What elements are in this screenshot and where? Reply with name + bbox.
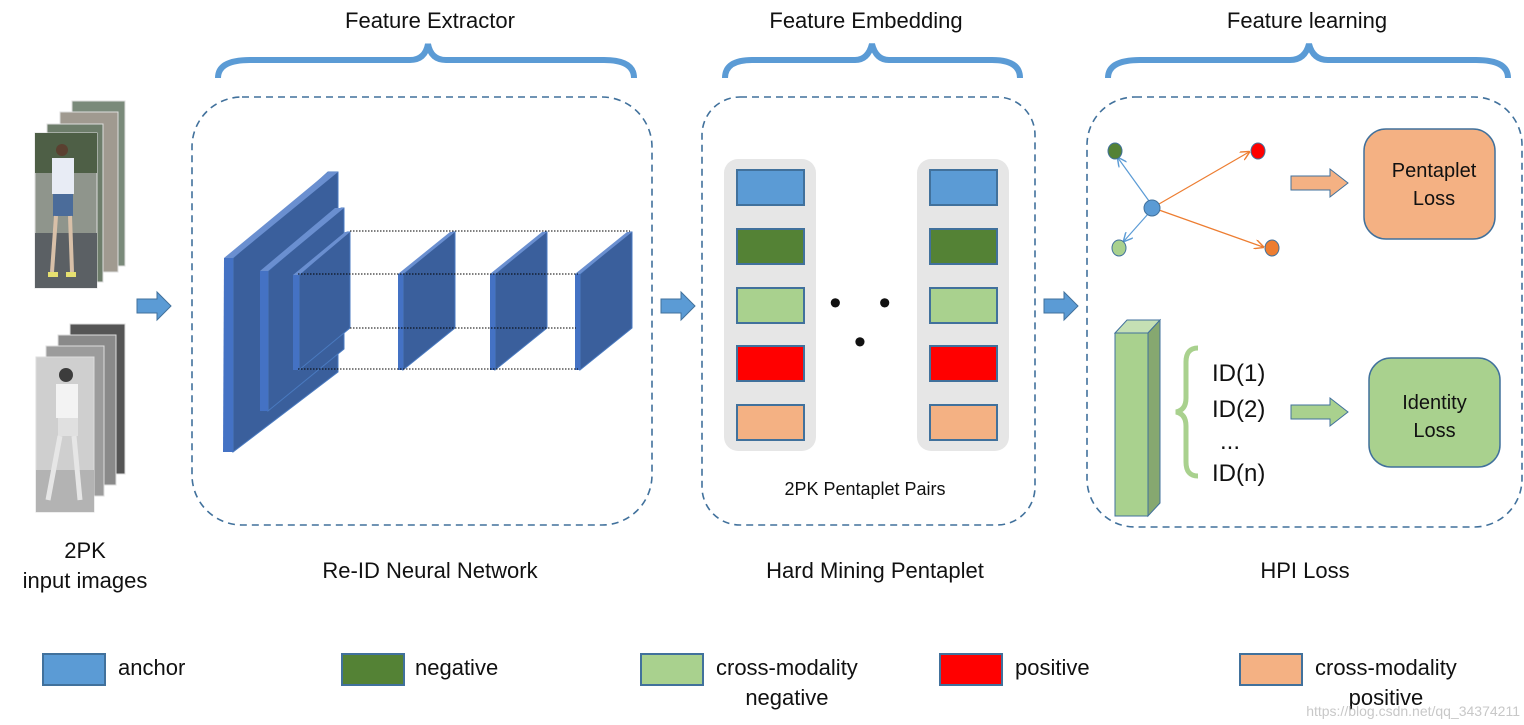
pentaplet-cell-cross-negative — [929, 287, 998, 324]
infrared-image-stack — [35, 323, 126, 513]
feature-extractor-title: Feature Extractor — [345, 8, 515, 33]
pentaplet-cell-cross-positive — [929, 404, 998, 441]
cnn-layers — [223, 171, 633, 454]
pentaplet-graph — [1107, 142, 1280, 257]
pentaplet-cell-cross-positive — [736, 404, 805, 441]
legend-swatch — [939, 653, 1003, 686]
pentaplet-loss-box — [1363, 128, 1496, 240]
rgb-image-stack — [34, 100, 126, 289]
pentaplet-cell-anchor — [929, 169, 998, 206]
brace-embedding — [722, 43, 1023, 79]
legend-label: positive — [1015, 655, 1090, 680]
feature-learning-title: Feature learning — [1226, 8, 1388, 33]
id-item: ID(2) — [1212, 396, 1266, 423]
pentaplet-cell-negative — [929, 228, 998, 265]
brace-extractor — [215, 43, 637, 79]
legend-item-anchor: anchor — [42, 653, 185, 686]
diagram-canvas — [34, 43, 1523, 528]
legend-item-cross-modality-negative: cross-modality negative — [640, 653, 858, 713]
id-list: ID(1) ID(2) ... ID(n) — [1212, 356, 1265, 492]
node-cross-negative — [1111, 239, 1127, 257]
pentaplet-cell-negative — [736, 228, 805, 265]
legend-item-positive: positive — [939, 653, 1090, 686]
legend-label: negative — [415, 655, 499, 680]
legend-label: cross-modality negative — [716, 655, 858, 710]
panel-learning — [1086, 96, 1523, 528]
pentaplet-pairs-label: 2PK Pentaplet Pairs — [784, 479, 946, 499]
node-anchor — [1143, 199, 1161, 217]
arrow-to-identity-loss — [1290, 396, 1349, 428]
legend-label: anchor — [118, 655, 186, 680]
identity-loss-box — [1368, 357, 1501, 468]
id-item: ID(n) — [1212, 460, 1266, 487]
legend-swatch — [640, 653, 704, 686]
panel-extractor — [191, 96, 653, 526]
arrow-to-pentaplet-loss — [1290, 167, 1349, 199]
legend-label: cross-modality positive — [1315, 655, 1457, 710]
arrow-extractor-to-embedding — [660, 290, 696, 322]
input-caption: 2PK input images — [20, 536, 150, 596]
legend-swatch — [341, 653, 405, 686]
identity-loss-label: Identity Loss — [1402, 392, 1467, 442]
feature-embedding-title: Feature Embedding — [769, 8, 963, 33]
embedding-caption: Hard Mining Pentaplet — [766, 558, 984, 583]
legend-item-negative: negative — [341, 653, 498, 686]
arrow-embedding-to-learning — [1043, 290, 1079, 322]
panel-embedding — [701, 96, 1036, 526]
node-positive — [1250, 142, 1266, 160]
legend-item-cross-modality-positive: cross-modality positive — [1239, 653, 1457, 713]
legend-swatch — [42, 653, 106, 686]
node-cross-positive — [1264, 239, 1280, 257]
feature-vector-bar — [1113, 318, 1162, 518]
watermark: https://blog.csdn.net/qq_34374211 — [1306, 703, 1520, 719]
node-negative — [1107, 142, 1123, 160]
id-item: ... — [1220, 428, 1241, 455]
id-brace — [1175, 345, 1199, 479]
arrow-input-to-extractor — [136, 290, 172, 322]
extractor-caption: Re-ID Neural Network — [322, 558, 538, 583]
pentaplet-cell-positive — [736, 345, 805, 382]
pentaplet-ellipsis: • • • — [829, 284, 905, 361]
id-item: ID(1) — [1212, 360, 1266, 387]
pentaplet-cell-anchor — [736, 169, 805, 206]
pentaplet-loss-label: Pentaplet Loss — [1391, 160, 1477, 210]
input-caption-line1: 2PK — [64, 538, 106, 563]
legend-swatch — [1239, 653, 1303, 686]
brace-learning — [1105, 43, 1511, 79]
input-caption-line2: input images — [22, 568, 148, 593]
pentaplet-cell-cross-negative — [736, 287, 805, 324]
learning-caption: HPI Loss — [1260, 558, 1350, 583]
pentaplet-cell-positive — [929, 345, 998, 382]
